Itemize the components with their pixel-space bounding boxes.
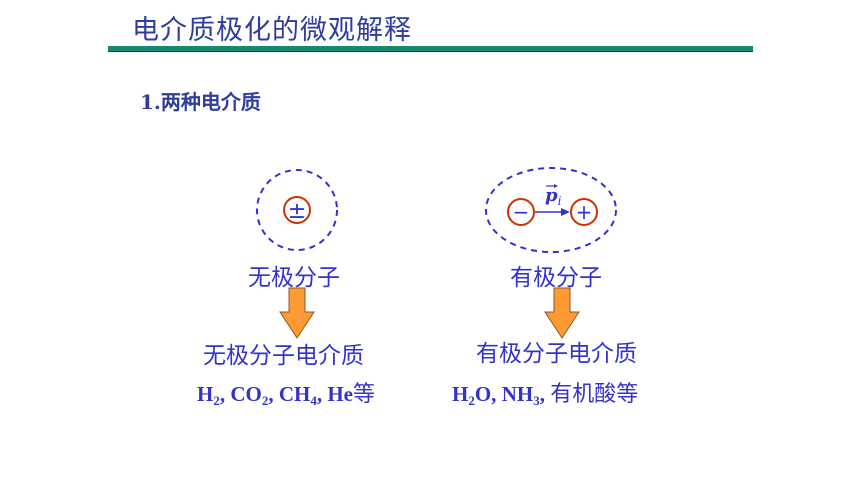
positive-charge-symbol: + (576, 200, 593, 224)
nonpolar-charge-center (283, 196, 311, 224)
title-underline (108, 46, 753, 52)
dipole-arrowhead-icon (561, 208, 570, 216)
down-arrow-icon (544, 287, 580, 339)
nonpolar-examples: H2, CO2, CH4, He等 (197, 382, 376, 408)
polar-dielectric-label: 有极分子电介质 (476, 341, 637, 367)
polar-molecule: − + pi (485, 167, 617, 253)
dipole-symbol: pi (545, 185, 562, 208)
negative-charge-symbol: − (513, 200, 530, 224)
polar-molecule-label: 有极分子 (510, 265, 602, 291)
nonpolar-electron-cloud (256, 169, 338, 251)
polar-examples: H2O, NH3, 有机酸等 (452, 382, 639, 408)
positive-charge (570, 198, 598, 226)
nonpolar-molecule: ± (256, 169, 338, 251)
nonpolar-molecule-label: 无极分子 (248, 265, 340, 291)
nonpolar-dielectric-label: 无极分子电介质 (203, 343, 364, 369)
section-heading: 1.两种电介质 (140, 90, 261, 114)
dipole-vector-mark-head-icon (554, 184, 558, 188)
polar-electron-cloud (485, 167, 617, 253)
down-arrow-icon (279, 287, 315, 339)
slide-title: 电介质极化的微观解释 (132, 15, 412, 46)
nonpolar-charge-symbol: ± (288, 199, 306, 224)
negative-charge (507, 198, 535, 226)
